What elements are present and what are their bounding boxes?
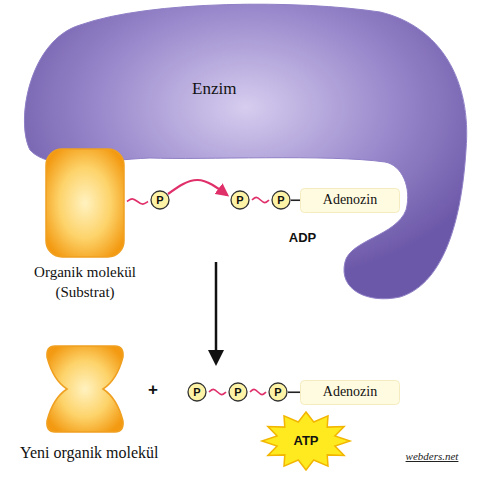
text-holder: Yeni organik molekül: [20, 442, 240, 464]
phosphate-circle-outline: [151, 191, 169, 209]
text-holder: P: [150, 190, 170, 210]
adenosine-box-outline: [301, 381, 400, 405]
bond-line: [291, 199, 300, 201]
text-holder: P: [187, 382, 207, 402]
phosphate-circle: P: [268, 382, 288, 402]
enzyme-shape-outline: [24, 4, 466, 299]
node-text: P: [193, 385, 200, 400]
text-holder: P: [271, 190, 291, 210]
plus-sign: +: [145, 380, 161, 400]
reaction-arrowhead: [208, 350, 224, 366]
phosphate-circle: P: [187, 382, 207, 402]
adenosine-box-outline: [301, 189, 400, 213]
watermark: webders.net: [392, 450, 472, 462]
text-holder: P: [228, 382, 248, 402]
bond-line: [288, 391, 300, 393]
high-energy-bond: [209, 389, 226, 394]
node-text: P: [156, 193, 163, 208]
substrate-molecule-outline: [46, 149, 124, 257]
high-energy-bond: [127, 199, 148, 204]
high-energy-bond: [252, 197, 269, 202]
phosphate-circle: P: [150, 190, 170, 210]
text-holder: ATP: [262, 412, 350, 470]
product-molecule: Yeni organik molekül: [45, 345, 125, 433]
node-text: P: [274, 385, 281, 400]
text-holder: Adenozin: [300, 380, 400, 405]
reaction-arrow: [215, 262, 218, 352]
node-text: Adenozin: [323, 191, 377, 210]
atp-star-outline: [262, 412, 350, 470]
high-energy-bond: [250, 389, 266, 394]
phosphate-circle-outline: [231, 191, 249, 209]
phosphate-circle-outline: [272, 191, 290, 209]
text-holder: Adenozin: [300, 188, 400, 213]
node-text: ATP: [293, 432, 318, 450]
text-holder: P: [230, 190, 250, 210]
node-text: Yeni organik molekül: [20, 442, 240, 464]
substrate-molecule: Organik molekül (Substrat): [45, 148, 125, 258]
phosphate-circle: P: [271, 190, 291, 210]
molecule-name: ADP: [280, 230, 325, 245]
phosphate-circle: P: [230, 190, 250, 210]
phosphate-circle-outline: [269, 383, 287, 401]
substrate-molecule: [45, 148, 125, 258]
text-holder: Organik molekül (Substrat): [10, 262, 160, 303]
product-molecule: [45, 345, 125, 433]
atp-star: ATP: [262, 412, 350, 470]
text-holder: Enzim: [192, 78, 236, 101]
node-text: Organik molekül (Substrat): [10, 262, 160, 303]
node-text: Enzim: [192, 78, 236, 101]
node-text: P: [236, 193, 243, 208]
phosphate-circle-outline: [188, 383, 206, 401]
phosphate-circle-outline: [229, 383, 247, 401]
transfer-arrow: [168, 180, 227, 195]
text-holder: P: [268, 382, 288, 402]
node-text: Adenozin: [323, 383, 377, 402]
product-molecule-outline: [47, 346, 123, 432]
phosphate-circle: P: [228, 382, 248, 402]
adenosine-box: Adenozin: [300, 380, 400, 405]
node-text: P: [234, 385, 241, 400]
node-text: P: [277, 193, 284, 208]
adenosine-box: Adenozin: [300, 188, 400, 213]
